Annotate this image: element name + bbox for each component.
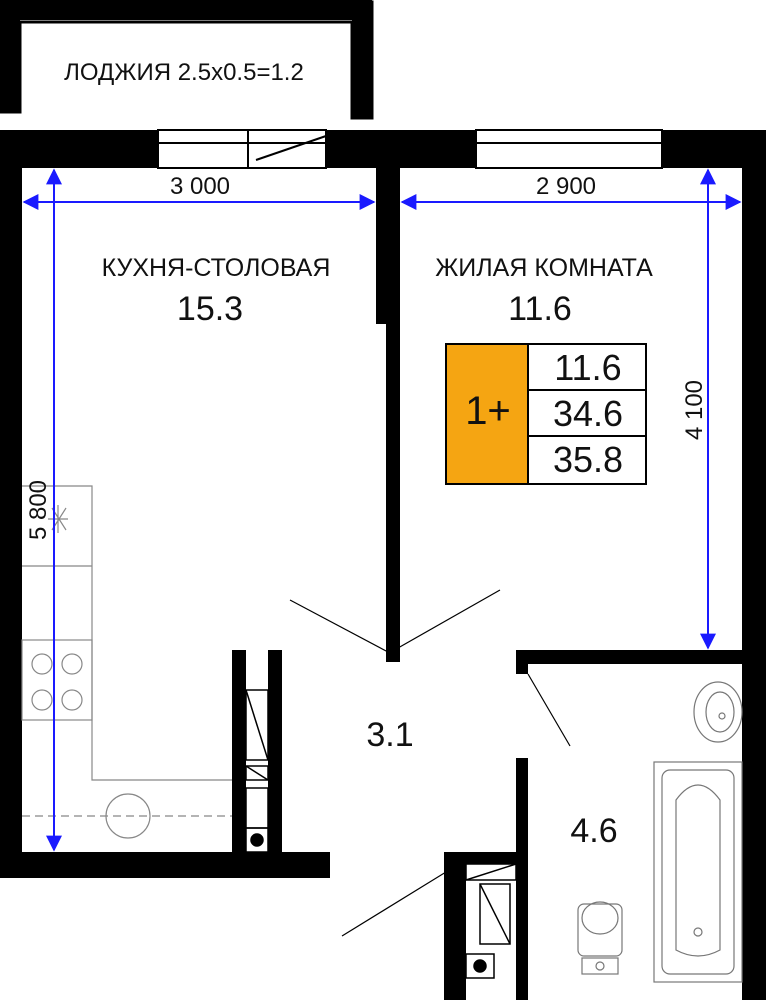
loggia-label: ЛОДЖИЯ 2.5х0.5=1.2 [64, 59, 304, 86]
dim-kitchen-width-label: 3 000 [170, 173, 230, 200]
type-label: 1+ [465, 389, 511, 433]
type-badge [445, 343, 529, 485]
bathroom-fixtures [577, 681, 743, 983]
kitchen-name: КУХНЯ-СТОЛОВАЯ [102, 254, 331, 282]
dimension-lines [22, 168, 742, 852]
total-area-value: 34.6 [553, 393, 623, 434]
shaft-bath [465, 863, 517, 979]
door-swings [289, 589, 571, 937]
walls [0, 130, 766, 1000]
loggia [0, 0, 374, 120]
bathroom-area: 4.6 [570, 812, 617, 850]
window-living [475, 129, 663, 169]
dim-living-length-label: 4 100 [681, 380, 708, 440]
total-with-loggia-value: 35.8 [553, 439, 623, 480]
shaft-kitchen [245, 689, 269, 853]
dim-kitchen-length-label: 5 800 [25, 480, 52, 540]
living-room-area: 11.6 [508, 290, 572, 328]
kitchen-area: 15.3 [177, 290, 243, 328]
area-summary: 1+ 11.6 34.6 35.8 [445, 343, 647, 485]
hall-area: 3.1 [366, 716, 413, 754]
window-kitchen [157, 129, 327, 169]
living-room-name: ЖИЛАЯ КОМНАТА [435, 254, 653, 282]
dim-living-width-label: 2 900 [536, 173, 596, 200]
living-area-value: 11.6 [554, 347, 621, 388]
